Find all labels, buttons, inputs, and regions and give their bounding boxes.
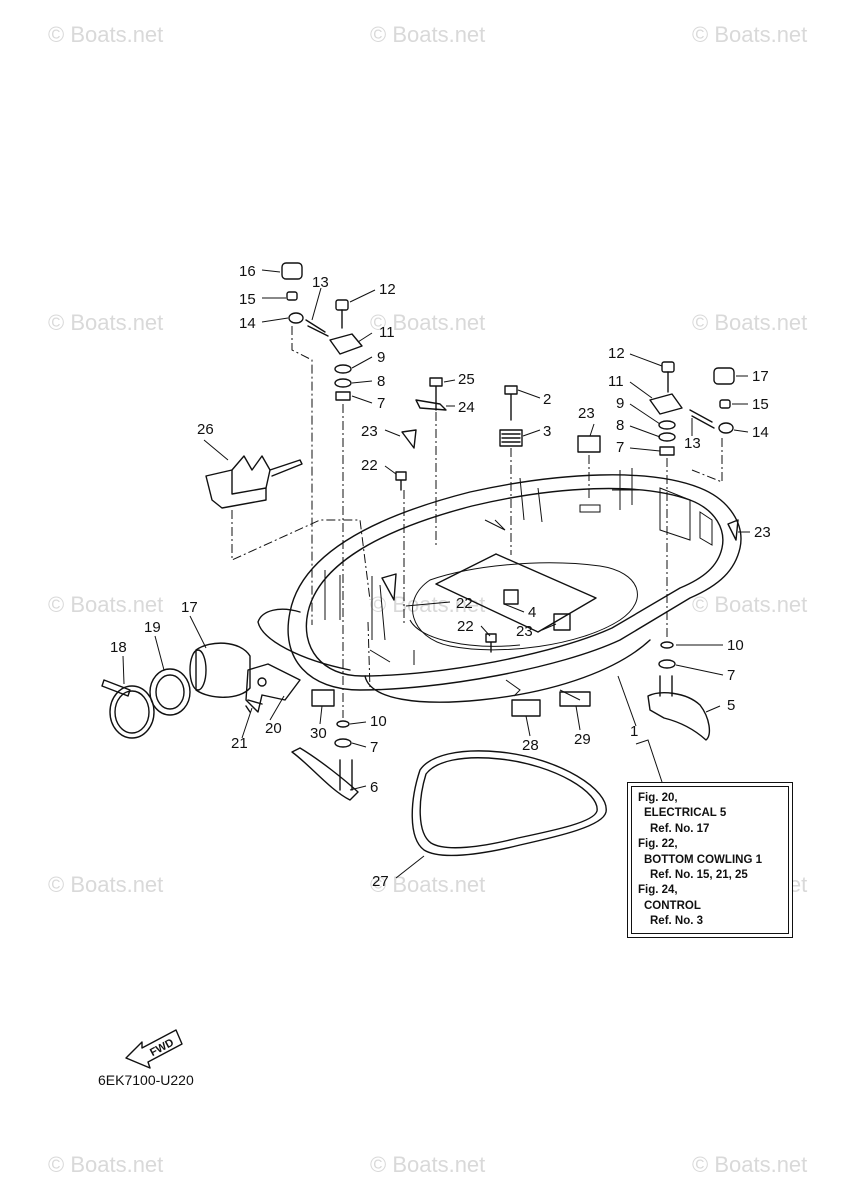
callout-23-b: 23	[578, 405, 595, 422]
callout-14-right: 14	[752, 424, 769, 441]
reference-box-inner: Fig. 20, ELECTRICAL 5 Ref. No. 17 Fig. 2…	[631, 786, 789, 934]
watermark-layer: © Boats.net © Boats.net © Boats.net © Bo…	[48, 22, 807, 1177]
callout-7-lower-right: 7	[727, 667, 735, 684]
callout-7-upper-right: 7	[616, 439, 624, 456]
callout-8-right: 8	[616, 417, 624, 434]
watermark: © Boats.net	[692, 1152, 807, 1177]
callout-25: 25	[458, 371, 475, 388]
callout-12-left: 12	[379, 281, 396, 298]
callout-5: 6	[370, 779, 378, 796]
seal-gasket	[411, 750, 607, 857]
left-latch-hardware	[281, 262, 363, 748]
forward-direction-arrow: FWD	[125, 1029, 183, 1069]
callout-19: 19	[144, 619, 161, 636]
callout-9-right: 9	[616, 395, 624, 412]
callout-30: 30	[310, 725, 327, 742]
watermark: © Boats.net	[692, 22, 807, 47]
callout-23-c: 23	[754, 524, 771, 541]
cable-clamp-assembly	[101, 642, 301, 739]
wire-harness-bracket	[205, 455, 303, 509]
callout-14-left: 14	[239, 315, 256, 332]
callout-11-left: 11	[379, 324, 395, 341]
ref-line: CONTROL	[644, 899, 701, 912]
callout-2: 2	[543, 391, 551, 408]
callout-labels: 16 15 14 13 12 11 9 8 7 25 24 23 22 2 3 …	[110, 263, 771, 890]
leader-lines	[122, 269, 750, 879]
right-latch-hardware	[649, 361, 735, 669]
callout-20: 20	[265, 720, 282, 737]
levers	[291, 675, 711, 801]
callout-9-left: 9	[377, 349, 385, 366]
callout-11-right: 11	[608, 373, 624, 390]
watermark: © Boats.net	[370, 22, 485, 47]
callout-16-left: 16	[239, 263, 256, 280]
callout-26: 26	[197, 421, 214, 438]
callout-16-right: 17	[752, 368, 769, 385]
callout-6: 5	[727, 697, 735, 714]
ref-line: Ref. No. 15, 21, 25	[650, 869, 748, 882]
callout-12-right: 12	[608, 345, 625, 362]
assembly-guide-lines	[231, 326, 723, 718]
watermark: © Boats.net	[370, 1152, 485, 1177]
ref-line: Ref. No. 17	[650, 822, 710, 835]
callout-23-d: 23	[516, 623, 533, 640]
callout-29: 29	[574, 731, 591, 748]
callout-4: 4	[528, 604, 536, 621]
callout-28: 28	[522, 737, 539, 754]
watermark: © Boats.net	[692, 592, 807, 617]
callout-7-upper-left: 7	[377, 395, 385, 412]
watermark: © Boats.net	[48, 22, 163, 47]
callout-13-left: 13	[312, 274, 329, 291]
callout-18: 18	[110, 639, 127, 656]
ref-line: Fig. 24,	[638, 884, 678, 897]
watermark: © Boats.net	[48, 872, 163, 897]
callout-15-right: 15	[752, 396, 769, 413]
watermark: © Boats.net	[48, 592, 163, 617]
callout-8-left: 8	[377, 373, 385, 390]
callout-22-c: 22	[457, 618, 474, 635]
center-hardware	[381, 377, 739, 653]
callout-10-left: 10	[370, 713, 387, 730]
callout-1: 1	[630, 723, 638, 740]
ref-line: Ref. No. 3	[650, 915, 704, 928]
decals	[311, 689, 591, 717]
callout-10-right: 10	[727, 637, 744, 654]
callout-27: 27	[372, 873, 389, 890]
callout-23-a: 23	[361, 423, 378, 440]
watermark: © Boats.net	[370, 310, 485, 335]
callout-22-b: 22	[456, 595, 473, 612]
watermark: © Boats.net	[48, 1152, 163, 1177]
callout-7-lower-left: 7	[370, 739, 378, 756]
callout-15-left: 15	[239, 291, 256, 308]
callout-21: 21	[231, 735, 248, 752]
callout-22-a: 22	[361, 457, 378, 474]
callout-24: 24	[458, 399, 475, 416]
ref-line: BOTTOM COWLING 1	[644, 853, 762, 866]
reference-box: Fig. 20, ELECTRICAL 5 Ref. No. 17 Fig. 2…	[627, 782, 793, 938]
bottom-cowling-body	[257, 468, 742, 703]
ref-line: ELECTRICAL 5	[644, 807, 727, 820]
diagram-code: 6EK7100-U220	[98, 1072, 194, 1088]
watermark: © Boats.net	[692, 310, 807, 335]
callout-17: 17	[181, 599, 198, 616]
ref-line: Fig. 20,	[638, 792, 678, 804]
watermark: © Boats.net	[370, 872, 485, 897]
watermark: © Boats.net	[48, 310, 163, 335]
fwd-label: FWD	[148, 1037, 176, 1059]
callout-3: 3	[543, 423, 551, 440]
ref-line: Fig. 22,	[638, 838, 678, 851]
callout-13-right: 13	[684, 435, 701, 452]
